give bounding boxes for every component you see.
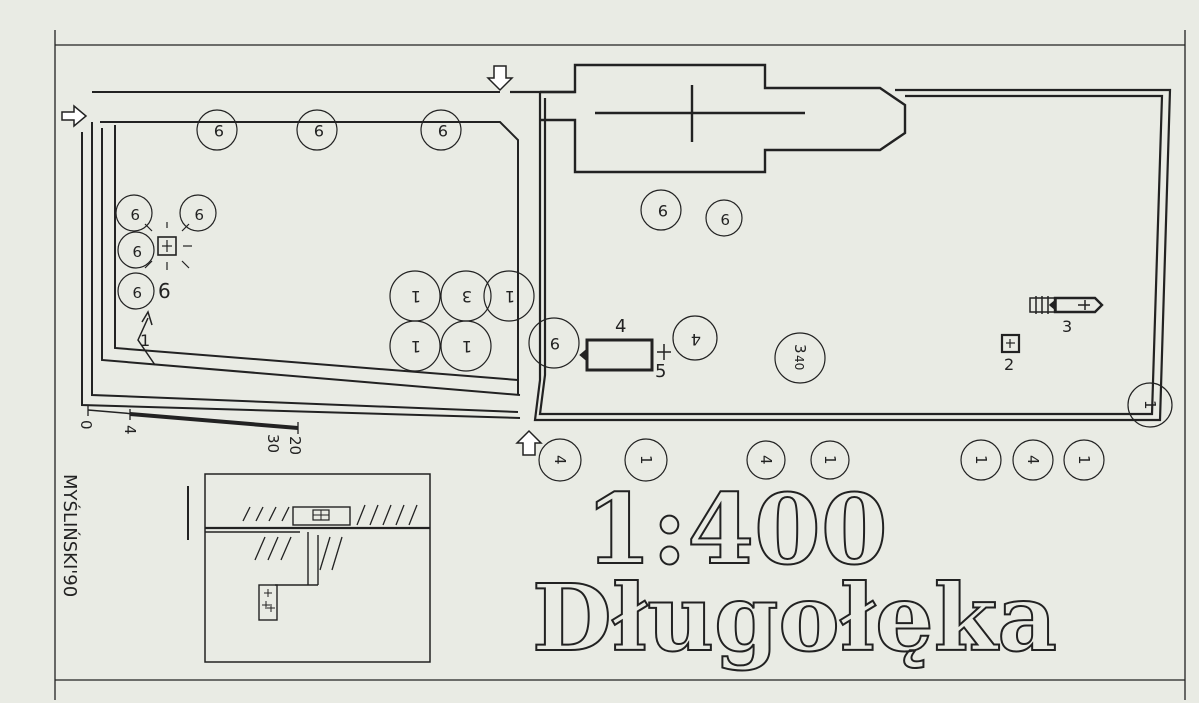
tree-label: 4 bbox=[757, 455, 775, 465]
tree-label: 4 bbox=[691, 330, 701, 349]
tree-label: 1 bbox=[1141, 400, 1159, 410]
tree bbox=[440, 320, 492, 372]
entrance-arrow-n bbox=[486, 65, 514, 92]
sheet-frame bbox=[54, 30, 1186, 700]
place-name-title: Długołęka bbox=[532, 564, 1057, 672]
grave-6 bbox=[144, 222, 192, 270]
tree bbox=[1127, 382, 1173, 428]
tree-label: 4 bbox=[1024, 455, 1042, 465]
tree-label: 1 bbox=[411, 287, 421, 306]
tree-label: 1 bbox=[821, 455, 839, 465]
tree-label: 3 bbox=[791, 344, 809, 354]
entrance-arrow-s bbox=[515, 429, 543, 456]
tree bbox=[640, 189, 682, 231]
tree-group-east-mid bbox=[528, 315, 1173, 428]
tree bbox=[705, 199, 743, 237]
tree-label: 9 bbox=[550, 334, 560, 353]
locator-inset bbox=[187, 473, 431, 663]
legend-number-1: 1 bbox=[140, 331, 150, 350]
tree-group-south-row bbox=[538, 438, 1105, 482]
tree-label: 4 bbox=[551, 455, 569, 465]
tree-label: 9 bbox=[314, 121, 324, 140]
grave-1-marker bbox=[137, 310, 156, 366]
scale-tick-0: 0 bbox=[77, 420, 95, 430]
tree-label: 3 bbox=[462, 287, 472, 306]
tomb-3 bbox=[1029, 296, 1104, 314]
legend-number-6: 6 bbox=[158, 279, 171, 303]
tree-label: 9 bbox=[438, 121, 448, 140]
author-signature: MYŚLIŃSKI'90 bbox=[59, 474, 81, 597]
tomb-4 bbox=[579, 338, 654, 372]
scale-bar bbox=[87, 405, 299, 434]
tree bbox=[117, 231, 155, 269]
tree-label: 1 bbox=[972, 455, 990, 465]
tree bbox=[196, 109, 238, 151]
legend-number-2: 2 bbox=[1004, 355, 1014, 374]
tree-label: 9 bbox=[132, 242, 142, 260]
tree-group-middle-cluster bbox=[389, 270, 535, 372]
tree bbox=[389, 320, 441, 372]
tree bbox=[115, 194, 153, 232]
tree bbox=[538, 438, 582, 482]
tree-label: 9 bbox=[214, 121, 224, 140]
tree bbox=[624, 438, 668, 482]
tree-label: 1 bbox=[462, 337, 472, 356]
entrance-arrow-nw bbox=[61, 104, 88, 128]
tree bbox=[528, 317, 580, 369]
tree bbox=[1012, 439, 1054, 481]
tree-label: 1 bbox=[1075, 455, 1093, 465]
tree-label: 40 bbox=[792, 355, 806, 370]
tree bbox=[672, 315, 718, 361]
tree-label: 1 bbox=[411, 337, 421, 356]
legend-number-3: 3 bbox=[1062, 317, 1072, 336]
tree-label: 1 bbox=[637, 455, 655, 465]
tree-group-east-upper bbox=[640, 189, 743, 237]
tree bbox=[1063, 439, 1105, 481]
tree-label: 1 bbox=[505, 287, 515, 306]
tree bbox=[117, 272, 155, 310]
scale-tick-20: 20 bbox=[286, 436, 304, 455]
legend-number-5: 5 bbox=[655, 361, 666, 382]
cross-5 bbox=[657, 344, 671, 360]
church-building bbox=[540, 63, 907, 174]
scale-tick-4: 4 bbox=[121, 425, 139, 435]
tree-label: 9 bbox=[194, 205, 204, 223]
tree bbox=[296, 109, 338, 151]
tree bbox=[960, 439, 1002, 481]
tree bbox=[483, 270, 535, 322]
tree-group-west-cluster bbox=[115, 194, 217, 310]
tree bbox=[420, 109, 462, 151]
map-scale-title: 1:400 bbox=[585, 473, 888, 586]
tree-group-nw-row bbox=[196, 109, 462, 151]
tree bbox=[746, 440, 786, 480]
grave-2 bbox=[1000, 333, 1021, 354]
west-plot-outline bbox=[81, 91, 521, 419]
tree bbox=[774, 332, 826, 384]
tree bbox=[810, 440, 850, 480]
tree bbox=[179, 194, 217, 232]
tree-label: 9 bbox=[130, 205, 140, 223]
tree-label: 9 bbox=[658, 201, 668, 220]
scale-end-label: 30 bbox=[264, 434, 282, 453]
tree-label: 9 bbox=[132, 283, 142, 301]
legend-number-4: 4 bbox=[615, 316, 626, 337]
tree-label: 9 bbox=[720, 210, 730, 228]
